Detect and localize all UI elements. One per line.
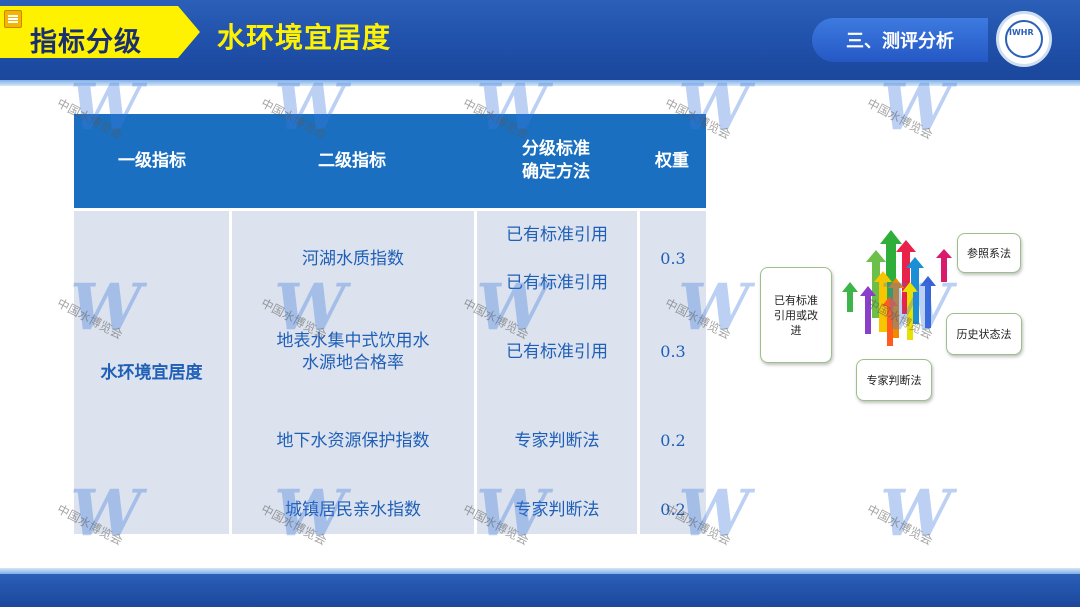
method-row3: 专家判断法	[514, 431, 600, 451]
method-row1-a: 已有标准引用	[506, 225, 608, 245]
box-standard-reference: 已有标准 引用或改 进	[760, 267, 832, 363]
header-stripe	[0, 80, 1080, 86]
section-pill: 三、测评分析	[812, 18, 988, 62]
iwhr-logo: IWHR	[996, 11, 1052, 67]
table-header: 一级指标 二级指标 分级标准 确定方法 权重	[74, 114, 706, 208]
first-level-cell: 水环境宜居度	[100, 363, 203, 383]
weight-row4: 0.2	[660, 500, 686, 519]
box-history-state: 历史状态法	[946, 313, 1022, 355]
header-second-level: 二级指标	[318, 150, 386, 171]
header-method: 分级标准 确定方法	[522, 139, 590, 182]
column-first-level	[74, 211, 229, 534]
weight-row2: 0.3	[660, 342, 686, 361]
section-tab: 指标分级	[0, 6, 200, 58]
indicator-river-lake-quality: 河湖水质指数	[302, 249, 404, 269]
indicator-water-affinity: 城镇居民亲水指数	[285, 500, 421, 520]
arrow-bundle-icon	[842, 230, 952, 346]
box-reference-system: 参照系法	[957, 233, 1021, 273]
section-tab-title: 指标分级	[30, 27, 142, 58]
indicator-drinking-water-source: 地表水集中式饮用水 水源地合格率	[276, 331, 430, 373]
weight-row1: 0.3	[660, 249, 686, 268]
page-title: 水环境宜居度	[217, 21, 392, 54]
method-row4: 专家判断法	[514, 500, 600, 520]
method-row1-b: 已有标准引用	[506, 273, 608, 293]
header-first-level: 一级指标	[118, 150, 186, 171]
weight-row3: 0.2	[660, 431, 686, 450]
table-body: 水环境宜居度 河湖水质指数 已有标准引用 已有标准引用 0.3 地表水集中式饮用…	[74, 208, 706, 534]
column-method	[477, 211, 637, 534]
logo-text: IWHR	[1009, 28, 1034, 37]
column-weight	[640, 211, 706, 534]
footer-stripe	[0, 568, 1080, 574]
menu-icon[interactable]	[4, 10, 22, 28]
box-expert-judgement: 专家判断法	[856, 359, 932, 401]
method-row2: 已有标准引用	[506, 342, 608, 362]
logo-ring-icon	[1005, 20, 1043, 58]
header-weight: 权重	[655, 150, 689, 171]
footer-bar	[0, 574, 1080, 607]
colored-arrows-graphic	[842, 230, 952, 346]
column-second-level	[232, 211, 474, 534]
indicator-groundwater-protection: 地下水资源保护指数	[276, 431, 430, 451]
